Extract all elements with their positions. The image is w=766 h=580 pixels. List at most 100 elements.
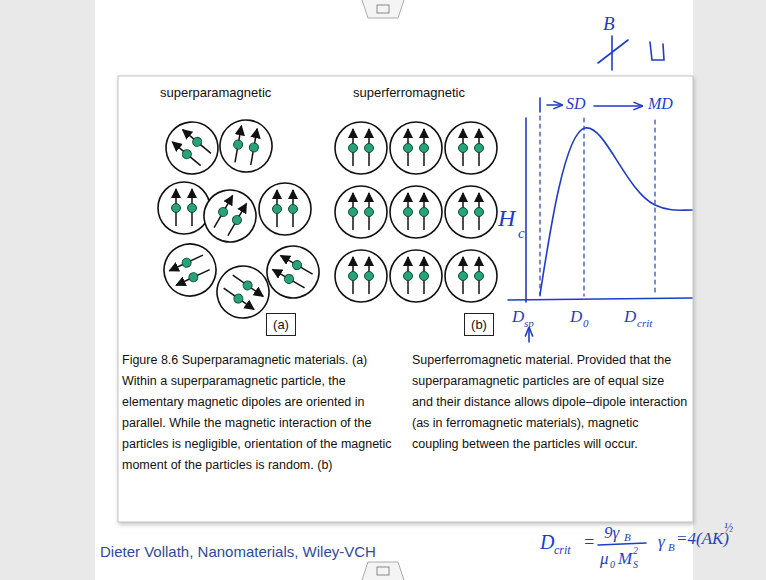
dipole-arrow (224, 288, 254, 309)
particle (335, 250, 387, 302)
dipole-dot (459, 272, 468, 281)
particle-outline (335, 250, 387, 302)
dipole-dot (187, 271, 199, 283)
particle-outline (390, 250, 442, 302)
panel-heading: superparamagnetic (160, 86, 271, 99)
handwritten-note: c (518, 226, 525, 241)
particle-outline (158, 182, 210, 234)
handwritten-note: D (540, 532, 554, 552)
dipole-dot (349, 208, 358, 217)
dipole-dot (181, 148, 194, 161)
handwritten-note: B (603, 14, 615, 33)
dipole-dot (420, 208, 429, 217)
handwritten-note: crit (637, 318, 652, 329)
source-credit: Dieter Vollath, Nanomaterials, Wiley-VCH (100, 544, 376, 559)
handwritten-note: crit (554, 544, 571, 556)
dipole-dot (365, 272, 374, 281)
dipole-arrow (176, 270, 210, 286)
dipole-dot (475, 144, 484, 153)
dipole-dot (349, 144, 358, 153)
particle (257, 236, 328, 307)
handwritten-note: sp (524, 318, 534, 329)
dipole-dot (420, 144, 429, 153)
handwritten-note: SD (566, 96, 586, 112)
dipole-dot (291, 259, 303, 271)
dipole-arrow (281, 256, 313, 275)
dipole-dot (233, 139, 243, 149)
dipole-dot (289, 205, 298, 214)
dipole-dot (475, 208, 484, 217)
particle-outline (259, 183, 311, 235)
particle (390, 122, 442, 174)
dipole-arrow (273, 269, 305, 288)
handwritten-note: 0 (583, 318, 589, 329)
particle-outline (390, 122, 442, 174)
particle-drawing (155, 111, 497, 328)
handwritten-note: D (570, 308, 582, 325)
dipole-dot (404, 144, 413, 153)
panel-heading: superferromagnetic (353, 86, 465, 99)
dipole-dot (273, 205, 282, 214)
dipole-arrow (214, 196, 233, 228)
particle (216, 116, 276, 176)
particle (155, 235, 224, 304)
particle (390, 186, 442, 238)
dipole-dot (459, 144, 468, 153)
dipole-dot (231, 214, 243, 226)
handwritten-note: 9γ (604, 524, 619, 541)
particle (194, 180, 265, 251)
dipole-dot (172, 204, 181, 213)
dipole-dot (365, 144, 374, 153)
dipole-dot (349, 272, 358, 281)
dipole-dot (232, 292, 245, 305)
particle (390, 250, 442, 302)
particle-outline (335, 122, 387, 174)
dipole-dot (475, 272, 484, 281)
particle-outline (445, 250, 497, 302)
dipole-dot (241, 279, 254, 292)
dipole-dot (283, 273, 295, 285)
particle (335, 186, 387, 238)
dipole-dot (181, 257, 193, 269)
dipole-arrow (183, 130, 211, 154)
particle (259, 183, 311, 235)
handwritten-note: B (624, 532, 631, 543)
panel-letter: (b) (471, 317, 487, 332)
handwritten-note: MD (648, 96, 673, 112)
particle-outline (216, 116, 276, 176)
handwritten-note: S (633, 560, 638, 570)
dipole-arrow (233, 275, 263, 296)
handwritten-note: μ (600, 550, 609, 567)
dipole-dot (249, 142, 259, 152)
handwritten-note: M (618, 550, 632, 567)
dipole-dot (188, 204, 197, 213)
dipole-dot (217, 206, 229, 218)
particle (335, 122, 387, 174)
particle-outline (155, 235, 224, 304)
handwritten-note: H (498, 206, 515, 230)
particle (155, 111, 228, 184)
handwritten-note: =4(AK) (676, 530, 729, 547)
particle (158, 182, 210, 234)
particle-outline (390, 186, 442, 238)
dipole-dot (404, 208, 413, 217)
dipole-arrow (169, 255, 203, 271)
dipole-dot (420, 272, 429, 281)
particle-outline (257, 236, 328, 307)
coercivity-sketch (508, 36, 692, 545)
particle-outline (445, 186, 497, 238)
slide-ground (95, 0, 693, 580)
dipole-dot (191, 136, 204, 149)
particle (445, 186, 497, 238)
handwritten-note: B (668, 542, 675, 553)
handwritten-note: ½ (724, 522, 733, 534)
dipole-arrow (228, 204, 247, 236)
handwritten-note: D (512, 308, 524, 325)
dipole-dot (404, 272, 413, 281)
panel-tag: (b) (464, 313, 494, 336)
handwritten-note: 0 (610, 560, 615, 570)
particle-outline (155, 111, 228, 184)
figure-frame (118, 76, 693, 522)
particle-outline (194, 180, 265, 251)
